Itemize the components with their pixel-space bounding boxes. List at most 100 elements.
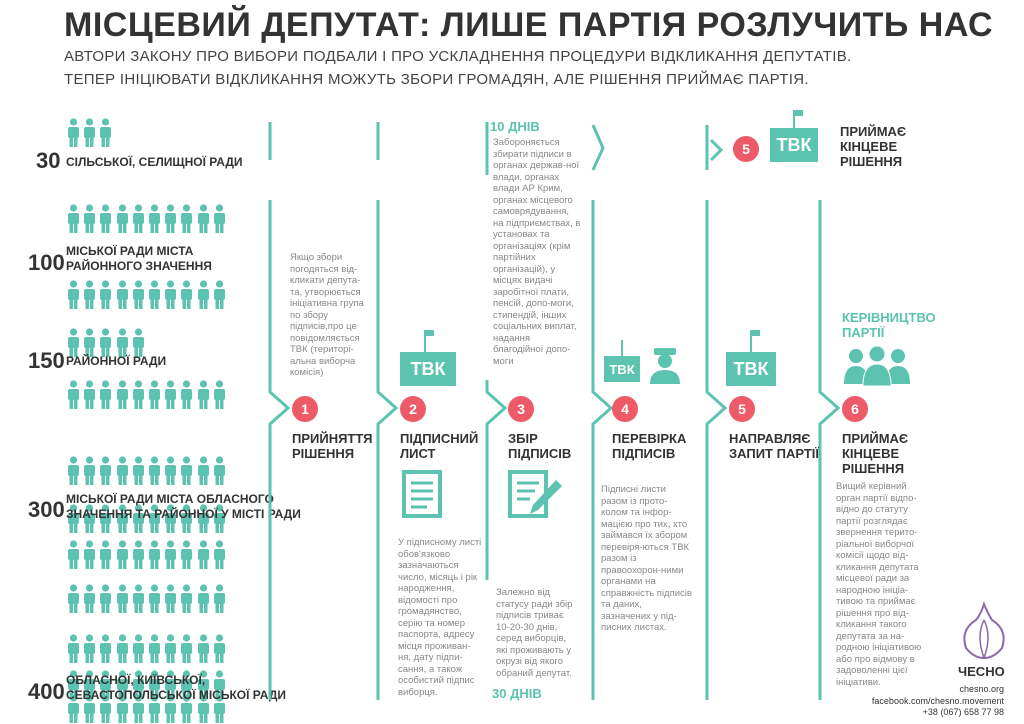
- person-icon: [100, 280, 112, 309]
- person-icon: [149, 280, 160, 309]
- step2-number: 2: [400, 396, 426, 422]
- step2-text: У підписному листі обов'язково зазначают…: [398, 537, 482, 698]
- top-step-title-line3: РІШЕННЯ: [840, 154, 903, 169]
- chevron-6: [818, 200, 841, 700]
- party-leadership-label: КЕРІВНИЦТВО ПАРТІЇ: [842, 310, 936, 340]
- person-icon: [165, 634, 177, 663]
- council-label-300-line1: МІСЬКОЇ РАДИ МІСТА ОБЛАСНОГО: [66, 492, 274, 506]
- person-icon: [116, 634, 128, 663]
- person-icon: [116, 456, 128, 485]
- person-icon: [100, 694, 112, 723]
- person-icon: [165, 204, 177, 233]
- person-icon: [68, 204, 79, 233]
- subtitle-line-1: АВТОРИ ЗАКОНУ ПРО ВИБОРИ ПОДБАЛИ І ПРО У…: [64, 48, 852, 65]
- person-icon: [181, 584, 193, 613]
- person-icon: [197, 694, 209, 723]
- person-icon: [100, 540, 112, 569]
- person-icon: [197, 280, 209, 309]
- person-icon: [132, 380, 144, 409]
- subtitle-line-2: ТЕПЕР ІНІЦІЮВАТИ ВІДКЛИКАННЯ МОЖУТЬ ЗБОР…: [64, 71, 809, 88]
- footer-logo: ЧЕСНО: [958, 664, 1005, 679]
- person-icon: [68, 584, 79, 613]
- person-icon: [68, 634, 79, 663]
- person-icon: [149, 694, 160, 723]
- council-label-30: СІЛЬСЬКОЇ, СЕЛИЩНОЇ РАДИ: [66, 155, 243, 169]
- council-label-100: МІСЬКОЇ РАДИ МІСТА РАЙОННОГО ЗНАЧЕННЯ: [66, 244, 212, 274]
- person-icon: [116, 380, 128, 409]
- person-icon: [84, 380, 96, 409]
- person-icon: [181, 280, 193, 309]
- party-leadership-line2: ПАРТІЇ: [842, 325, 885, 340]
- person-icon: [132, 504, 144, 533]
- person-icon: [149, 584, 160, 613]
- step6-text: Вищий керівний орган партії відпо-відно …: [836, 481, 922, 688]
- chevron-3: [485, 380, 508, 580]
- person-icon: [165, 280, 177, 309]
- person-icon: [181, 456, 193, 485]
- person-icon: [197, 504, 209, 533]
- person-icon: [68, 380, 79, 409]
- council-number-30: 30: [36, 148, 61, 173]
- flag-pole-icon-step5: [750, 330, 752, 352]
- step3-text-top: Забороняється збирати підписи в органах …: [493, 137, 581, 367]
- person-icon: [68, 118, 79, 147]
- tvk-building-icon-step4: ТВК: [604, 356, 640, 382]
- person-icon: [149, 504, 160, 533]
- person-icon: [100, 456, 112, 485]
- person-icon: [100, 584, 112, 613]
- person-icon: [132, 280, 144, 309]
- person-icon: [68, 456, 79, 485]
- person-icon: [197, 634, 209, 663]
- signing-document-icon: [508, 470, 562, 518]
- person-icon: [100, 504, 112, 533]
- step4-text: Підписні листи разом із прото-колом та і…: [601, 484, 692, 633]
- flag-icon-step5: [752, 330, 760, 336]
- step3-days-top: 10 ДНІВ: [490, 119, 540, 134]
- person-icon: [213, 670, 225, 699]
- person-icon: [116, 328, 128, 357]
- person-icon: [84, 204, 96, 233]
- person-icon: [181, 540, 193, 569]
- footer-site[interactable]: chesno.org: [959, 684, 1004, 694]
- person-icon: [132, 634, 144, 663]
- person-icon: [165, 540, 177, 569]
- person-icon: [197, 584, 209, 613]
- person-icon: [213, 280, 225, 309]
- step3-title-line1: ЗБІР: [508, 431, 538, 446]
- council-label-300: МІСЬКОЇ РАДИ МІСТА ОБЛАСНОГО ЗНАЧЕННЯ ТА…: [66, 492, 301, 522]
- person-icon: [213, 584, 225, 613]
- person-icon: [165, 694, 177, 723]
- person-icon: [116, 670, 128, 699]
- council-label-400-line2: СЕВАСТОПОЛЬСЬКОЇ МІСЬКОЇ РАДИ: [66, 688, 286, 702]
- step3-days-bottom: 30 ДНІВ: [492, 686, 542, 701]
- person-icon: [116, 280, 128, 309]
- police-officer-icon: [650, 348, 680, 384]
- person-icon: [213, 204, 225, 233]
- tvk-building-icon-top: ТВК: [770, 128, 818, 162]
- person-icon: [197, 540, 209, 569]
- person-icon: [68, 540, 79, 569]
- person-icon: [100, 118, 112, 147]
- step6-title-line2: КІНЦЕВЕ: [842, 446, 900, 461]
- person-icon: [197, 204, 209, 233]
- person-icon: [84, 118, 96, 147]
- person-icon: [84, 584, 96, 613]
- person-icon: [84, 280, 96, 309]
- person-icon: [165, 380, 177, 409]
- step5-title: НАПРАВЛЯЄ ЗАПИТ ПАРТІЇ: [729, 431, 819, 461]
- person-icon: [165, 504, 177, 533]
- person-icon: [100, 380, 112, 409]
- step5-title-line1: НАПРАВЛЯЄ: [729, 431, 811, 446]
- top-step-number: 5: [733, 136, 759, 162]
- step1-number: 1: [292, 396, 318, 422]
- person-icon: [84, 670, 96, 699]
- document-icon: [402, 470, 442, 518]
- person-icon: [68, 670, 79, 699]
- person-icon: [149, 540, 160, 569]
- step2-title: ПІДПИСНИЙ ЛИСТ: [400, 431, 478, 461]
- party-leadership-line1: КЕРІВНИЦТВО: [842, 310, 936, 325]
- footer-facebook[interactable]: facebook.com/chesno.movement: [871, 696, 1004, 706]
- page-title: МІСЦЕВИЙ ДЕПУТАТ: ЛИШЕ ПАРТІЯ РОЗЛУЧИТЬ …: [64, 6, 994, 44]
- council-number-150: 150: [28, 348, 65, 373]
